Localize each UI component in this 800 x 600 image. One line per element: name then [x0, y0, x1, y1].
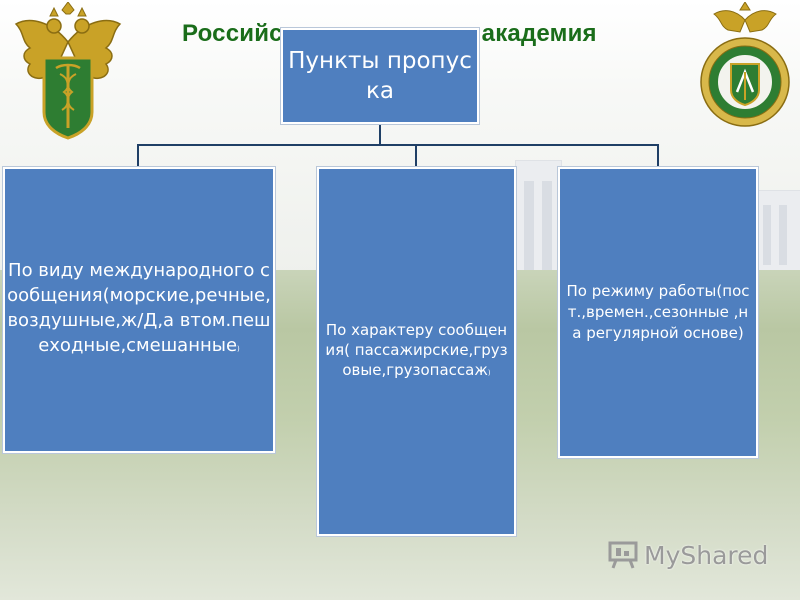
connector-horizontal [137, 144, 659, 146]
academy-emblem-icon [700, 2, 790, 127]
child-node-work-mode: По режиму работы(пост.,времен.,сезонные … [558, 167, 758, 458]
child-node-tail: ) [487, 369, 491, 377]
child-node-label: По режиму работы(пост.,времен.,сезонные … [566, 282, 750, 342]
watermark: MyShared [608, 538, 768, 572]
root-node: Пункты пропуска [281, 28, 479, 124]
child-node-label: По виду международного сообщения(морские… [7, 260, 271, 356]
connector-root-down [379, 124, 381, 145]
background-building-right [756, 190, 800, 282]
watermark-text: MyShared [644, 540, 769, 570]
child-node-transport-type: По виду международного сообщения(морские… [3, 167, 275, 453]
presentation-icon [608, 541, 638, 569]
child-node-traffic-character: По характеру сообщения( пассажирские,гру… [317, 167, 516, 536]
connector-right-drop [657, 144, 659, 167]
connector-center-drop [415, 144, 417, 167]
eagle-emblem-icon [14, 2, 122, 140]
root-node-label: Пункты пропуска [288, 48, 472, 104]
child-node-label: По характеру сообщения( пассажирские,гру… [325, 321, 508, 379]
child-node-tail: ) [237, 345, 240, 353]
connector-left-drop [137, 144, 139, 167]
